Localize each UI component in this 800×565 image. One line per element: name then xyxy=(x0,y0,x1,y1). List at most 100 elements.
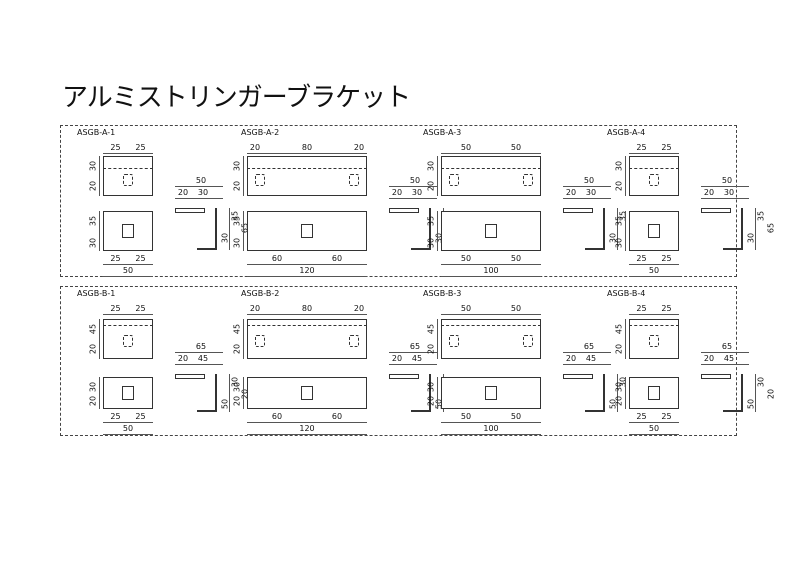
bottom-dimension: 25 xyxy=(636,412,647,421)
base-plate xyxy=(103,377,153,409)
dimension-line xyxy=(629,276,679,277)
bottom-dimension: 25 xyxy=(135,412,146,421)
angle-profile xyxy=(411,374,431,412)
side-dimension: 20 xyxy=(232,180,242,192)
profile-dimension: 45 xyxy=(723,354,735,363)
center-hole xyxy=(301,224,313,238)
dimension-line xyxy=(441,264,541,265)
center-hole xyxy=(485,224,497,238)
dimension-line xyxy=(99,319,100,359)
front-plate xyxy=(103,156,153,196)
profile-dimension: 20 xyxy=(391,188,403,197)
dimension-line xyxy=(247,434,367,435)
dimension-line xyxy=(243,377,244,409)
total-width: 50 xyxy=(648,266,660,275)
bracket-name: ASGB-A-2 xyxy=(241,128,280,137)
dimension-line xyxy=(175,364,223,365)
mount-hole xyxy=(449,335,459,347)
lower-dimension: 35 xyxy=(614,215,624,227)
base-plate xyxy=(441,377,541,409)
dimension-line xyxy=(243,156,244,196)
dimension-line xyxy=(229,208,230,250)
base-plate xyxy=(629,377,679,409)
top-dimension: 25 xyxy=(636,143,647,152)
profile-dimension: 20 xyxy=(703,354,715,363)
profile-dimension: 45 xyxy=(411,354,423,363)
total-width: 100 xyxy=(483,266,499,275)
dimension-line xyxy=(625,319,626,359)
dimension-line xyxy=(701,352,749,353)
profile-dimension: 20 xyxy=(565,188,577,197)
slot-line xyxy=(247,168,367,169)
dimension-line xyxy=(617,208,618,250)
profile-side-dimension: 30 xyxy=(746,232,756,244)
dimension-line xyxy=(563,352,611,353)
top-dimension: 25 xyxy=(135,143,146,152)
profile-side-dimension: 65 xyxy=(766,222,776,234)
top-dimension: 50 xyxy=(510,143,522,152)
base-plate xyxy=(103,211,153,251)
bottom-dimension: 60 xyxy=(271,254,283,263)
lower-dimension: 20 xyxy=(614,395,624,407)
profile-dimension: 30 xyxy=(723,188,735,197)
dimension-line xyxy=(625,156,626,196)
profile-dimension: 45 xyxy=(585,354,597,363)
side-dimension: 20 xyxy=(614,343,624,355)
dimension-line xyxy=(247,264,367,265)
top-dimension: 25 xyxy=(661,304,672,313)
profile-side-dimension: 30 xyxy=(756,376,766,388)
mount-hole xyxy=(349,335,359,347)
dimension-line xyxy=(389,186,437,187)
profile-dimension: 30 xyxy=(197,188,209,197)
profile-dimension: 45 xyxy=(197,354,209,363)
dimension-line xyxy=(389,352,437,353)
lower-dimension: 30 xyxy=(232,237,242,249)
lower-dimension: 35 xyxy=(426,215,436,227)
lower-dimension: 35 xyxy=(88,215,98,227)
angle-profile xyxy=(197,374,217,412)
side-dimension: 20 xyxy=(88,343,98,355)
center-hole xyxy=(648,224,660,238)
angle-profile xyxy=(723,374,743,412)
lower-dimension: 30 xyxy=(614,381,624,393)
center-hole xyxy=(485,386,497,400)
profile-side-dimension: 20 xyxy=(766,388,776,400)
bottom-dimension: 25 xyxy=(135,254,146,263)
dimension-line xyxy=(617,374,618,412)
mount-hole xyxy=(255,335,265,347)
base-plate xyxy=(629,211,679,251)
dimension-line xyxy=(103,276,153,277)
lower-dimension: 20 xyxy=(426,395,436,407)
total-width: 50 xyxy=(122,266,134,275)
dimension-line xyxy=(243,319,244,359)
top-dimension: 25 xyxy=(636,304,647,313)
slot-line xyxy=(629,168,679,169)
front-plate xyxy=(441,156,541,196)
profile-flange xyxy=(175,208,205,213)
profile-flange xyxy=(389,374,419,379)
mount-hole xyxy=(649,335,659,347)
bottom-dimension: 50 xyxy=(460,412,472,421)
dimension-line xyxy=(103,314,153,315)
center-hole xyxy=(301,386,313,400)
mount-hole xyxy=(123,335,133,347)
top-dimension: 25 xyxy=(661,143,672,152)
profile-flange xyxy=(563,374,593,379)
top-dimension: 20 xyxy=(353,143,365,152)
mount-hole xyxy=(523,174,533,186)
dimension-line xyxy=(243,211,244,251)
top-dimension: 20 xyxy=(353,304,365,313)
bracket-name: ASGB-A-4 xyxy=(607,128,646,137)
dimension-line xyxy=(625,211,626,251)
bottom-dimension: 50 xyxy=(510,254,522,263)
dimension-line xyxy=(701,198,749,199)
side-dimension: 30 xyxy=(232,160,242,172)
top-dimension: 50 xyxy=(510,304,522,313)
dimension-line xyxy=(103,264,153,265)
slot-line xyxy=(247,325,367,326)
total-width: 100 xyxy=(483,424,499,433)
dimension-line xyxy=(441,434,541,435)
dimension-line xyxy=(563,364,611,365)
top-dimension: 25 xyxy=(110,304,121,313)
angle-profile xyxy=(197,208,217,250)
